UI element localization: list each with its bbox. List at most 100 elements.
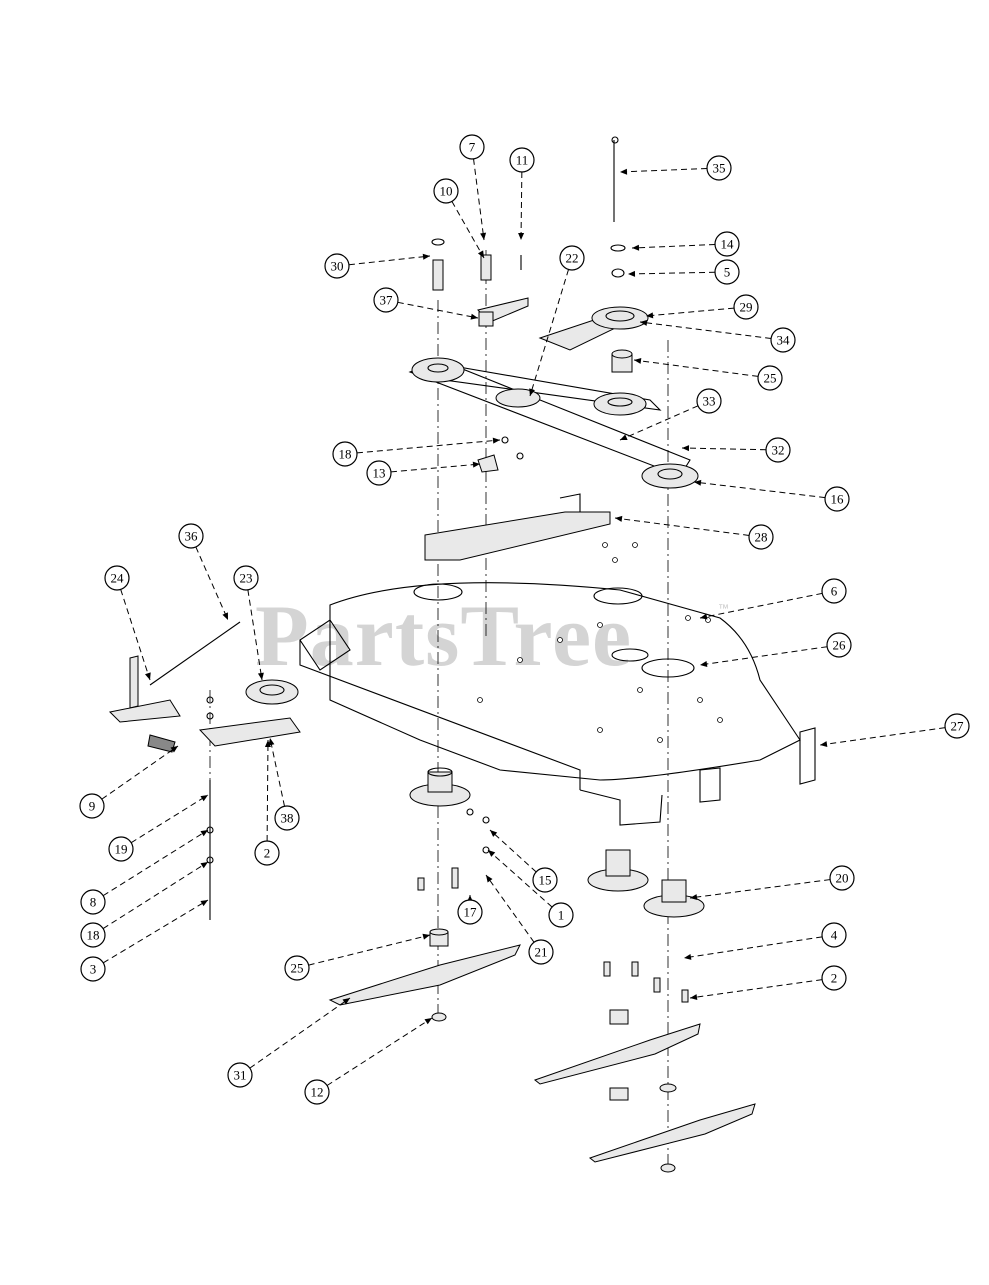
sleeve-30: [431, 238, 445, 291]
deck-plate: [299, 582, 816, 826]
spring-9: [147, 734, 176, 753]
callout-20[interactable]: 20: [829, 865, 855, 891]
leader-line-9: [101, 745, 179, 800]
callout-14[interactable]: 14: [714, 231, 740, 257]
callout-label: 9: [89, 799, 96, 814]
callout-circle: [178, 523, 204, 549]
leader-arrowhead-24: [144, 672, 151, 680]
callout-34[interactable]: 34: [770, 327, 796, 353]
callout-label: 29: [740, 300, 753, 315]
callout-circle: [80, 956, 106, 982]
callout-circle: [509, 147, 535, 173]
pulley-16: [641, 463, 699, 489]
callout-label: 18: [87, 928, 100, 943]
leader-arrowhead-21: [486, 875, 493, 883]
leader-arrowhead-2: [264, 740, 271, 748]
callout-21[interactable]: 21: [528, 939, 554, 965]
callout-11[interactable]: 11: [509, 147, 535, 173]
leader-line-20: [689, 879, 831, 899]
callout-label: 20: [836, 871, 849, 886]
leader-lines: [101, 158, 946, 1086]
spindle-hardware-right: [603, 961, 689, 1101]
deck-holes: [477, 542, 723, 743]
callout-25[interactable]: 25: [284, 955, 310, 981]
callout-5[interactable]: 5: [714, 259, 740, 285]
watermark-text: PartsTree: [255, 588, 632, 685]
part-drawings: [108, 136, 816, 1173]
callout-label: 2: [831, 971, 838, 986]
callout-label: 26: [833, 638, 847, 653]
leader-line-27: [819, 727, 946, 746]
callout-label: 10: [440, 184, 453, 199]
leader-line-24: [120, 589, 151, 681]
leader-line-13: [390, 463, 481, 473]
callout-10[interactable]: 10: [433, 178, 459, 204]
callout-circle: [284, 955, 310, 981]
callout-28[interactable]: 28: [748, 524, 774, 550]
callout-27[interactable]: 27: [944, 713, 970, 739]
callout-37[interactable]: 37: [373, 287, 399, 313]
idler-arm-38: [198, 717, 301, 747]
callout-18[interactable]: 18: [80, 922, 106, 948]
bracket-24: [108, 655, 181, 723]
tensioner-13: [477, 454, 499, 473]
callout-38[interactable]: 38: [274, 805, 300, 831]
callout-label: 25: [764, 371, 777, 386]
callout-circle: [274, 805, 300, 831]
callout-label: 34: [777, 333, 791, 348]
callout-18[interactable]: 18: [332, 441, 358, 467]
callout-19[interactable]: 19: [108, 836, 134, 862]
spindle-housing-left: [409, 767, 471, 807]
callout-36[interactable]: 36: [178, 523, 204, 549]
leader-arrowhead-4: [684, 953, 692, 960]
callout-label: 16: [831, 492, 845, 507]
callout-26[interactable]: 26: [826, 632, 852, 658]
blade-31: [328, 944, 521, 1006]
leader-arrowhead-22: [529, 388, 535, 396]
callout-label: 35: [713, 161, 726, 176]
leader-arrowhead-20: [690, 894, 698, 901]
callout-24[interactable]: 24: [104, 565, 130, 591]
callout-32[interactable]: 32: [765, 437, 791, 463]
callout-9[interactable]: 9: [79, 793, 105, 819]
callout-1[interactable]: 1: [548, 902, 574, 928]
nut-5: [611, 268, 625, 278]
callout-25[interactable]: 25: [757, 365, 783, 391]
callout-23[interactable]: 23: [233, 565, 259, 591]
callout-16[interactable]: 16: [824, 486, 850, 512]
callout-33[interactable]: 33: [696, 388, 722, 414]
callout-circle: [826, 632, 852, 658]
callout-circle: [696, 388, 722, 414]
callout-bubbles: 7113510301453722293425331813321628362324…: [79, 134, 970, 1105]
callout-3[interactable]: 3: [80, 956, 106, 982]
callout-35[interactable]: 35: [706, 155, 732, 181]
callout-15[interactable]: 15: [532, 867, 558, 893]
spindle-hardware-left: [417, 808, 490, 891]
callout-circle: [104, 565, 130, 591]
spindle-housing-right-b: [643, 879, 705, 918]
callout-13[interactable]: 13: [366, 460, 392, 486]
callout-label: 15: [539, 873, 552, 888]
callout-12[interactable]: 12: [304, 1079, 330, 1105]
callout-22[interactable]: 22: [559, 245, 585, 271]
callout-circle: [324, 253, 350, 279]
leader-arrowhead-8: [200, 830, 208, 837]
callout-2[interactable]: 2: [821, 965, 847, 991]
callout-6[interactable]: 6: [821, 578, 847, 604]
callout-29[interactable]: 29: [733, 294, 759, 320]
leader-arrowhead-2: [690, 994, 698, 1001]
leader-line-22: [529, 269, 569, 397]
callout-30[interactable]: 30: [324, 253, 350, 279]
bracket-28: [424, 493, 611, 561]
callout-8[interactable]: 8: [80, 889, 106, 915]
callout-31[interactable]: 31: [227, 1062, 253, 1088]
callout-4[interactable]: 4: [821, 922, 847, 948]
leader-line-14: [631, 244, 716, 249]
leader-arrowhead-37: [470, 313, 478, 320]
callout-2[interactable]: 2: [254, 840, 280, 866]
callout-label: 23: [240, 571, 253, 586]
callout-7[interactable]: 7: [459, 134, 485, 160]
callout-17[interactable]: 17: [457, 899, 483, 925]
leader-line-11: [520, 171, 523, 241]
leader-arrowhead-35: [620, 168, 628, 175]
